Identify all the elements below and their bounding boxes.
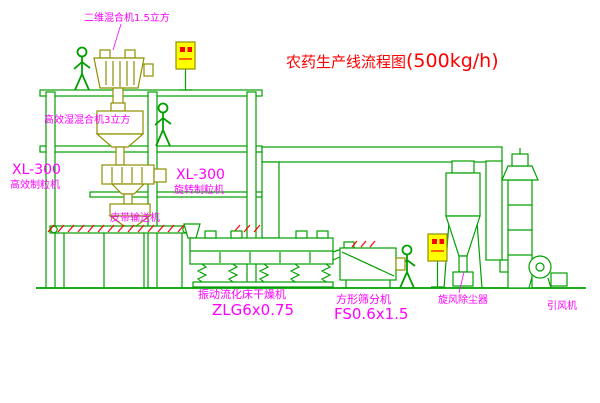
conveyor-legs [63, 233, 183, 288]
rotary-granulator [101, 164, 167, 205]
cabinet-indicator [439, 239, 444, 244]
dryer-weirs [219, 252, 311, 263]
control-cabinet [427, 233, 448, 288]
mixer-feed-port [124, 49, 136, 59]
fan-motor [550, 272, 568, 287]
dryer-top-port [316, 230, 329, 239]
spring-supports [196, 263, 332, 283]
dryer-top-port [295, 230, 308, 239]
fluid-bed-dryer [183, 223, 343, 288]
drawing-title: 农药生产线流程图(500kg/h) [286, 50, 499, 72]
mixer-feed-port [99, 49, 111, 59]
label-granulator-b-model: XL-300 [176, 167, 225, 183]
label-sieve-model: FS0.6x1.5 [334, 305, 408, 323]
sieve-legs [345, 280, 391, 288]
labels: 二维混合机1.5立方 高效湿混合机3立方 XL-300 高效制粒机 XL-300… [10, 11, 577, 323]
sieve-screen [341, 251, 395, 277]
dryer-base-frame [192, 281, 334, 288]
stack-rain-cap [501, 165, 539, 181]
main-exhaust-duct [261, 146, 503, 163]
fan-supports [528, 276, 552, 289]
granulator-cone [110, 183, 146, 195]
stack-flanges [508, 204, 532, 256]
dust-collector-bin [452, 271, 474, 287]
mixer-body [93, 57, 145, 89]
sieve-motor [395, 257, 406, 271]
title-text: 农药生产线流程图 [286, 53, 406, 71]
granulator-screen [111, 167, 143, 183]
mixer-motor [143, 63, 154, 77]
duct-system [261, 146, 529, 273]
fan-casing [528, 255, 552, 279]
control-cabinet [175, 41, 196, 91]
label-granulator-b-name: 旋转制粒机 [174, 183, 224, 196]
cabinet-indicator [432, 239, 437, 244]
wet-mixer-discharge [115, 146, 125, 166]
fan-down-duct [485, 160, 503, 261]
belt-hatch-marks [47, 224, 195, 233]
mixer-discharge-chute [112, 87, 124, 105]
label-fan: 引风机 [547, 299, 577, 312]
leader-line [458, 271, 465, 294]
label-granulator-a-name: 高效制粒机 [10, 178, 60, 191]
dryer-riser-duct [261, 161, 280, 239]
wet-mixer-cone [95, 133, 145, 148]
label-wet-mixer: 高效湿混合机3立方 [44, 113, 130, 126]
square-sieve [339, 240, 406, 288]
label-granulator-a-model: XL-300 [12, 162, 61, 178]
twin-mixer [93, 49, 154, 105]
cyclone-dipleg [458, 255, 468, 273]
fan-hub [535, 262, 545, 272]
building-structure [39, 89, 263, 289]
stack-cap-top [511, 153, 529, 167]
granulator-motor [153, 168, 167, 183]
sieve-hatch-marks [351, 240, 376, 248]
dryer-inlet [183, 223, 201, 239]
cyclone-inlet-duct [451, 160, 475, 174]
column-middle [147, 91, 158, 289]
label-twin-mixer: 二维混合机1.5立方 [84, 11, 170, 24]
wet-mixer-motor [110, 102, 126, 112]
cabinet-indicator [187, 47, 192, 52]
label-dryer-name: 振动流化床干燥机 [198, 287, 286, 301]
exhaust-stack [501, 148, 539, 289]
cabinet-box [175, 41, 196, 70]
granulator-discharge [123, 193, 133, 205]
label-belt-conveyor: 皮带输送机 [110, 211, 160, 224]
stack-body [507, 179, 533, 289]
hopper [108, 203, 152, 227]
induced-draft-fan [528, 255, 568, 289]
worker-icon [73, 46, 91, 91]
granulator-body [101, 164, 155, 185]
title-capacity: (500kg/h) [406, 50, 499, 72]
label-dryer-model: ZLG6x0.75 [212, 301, 294, 319]
label-cyclone: 旋风除尘器 [438, 293, 488, 306]
cabinet-indicator [180, 47, 185, 52]
leader-line [112, 23, 122, 51]
cyclone-separator [443, 172, 483, 289]
cyclone-cylinder [445, 172, 481, 217]
dryer-top-port [230, 230, 243, 239]
dryer-top-port [204, 230, 217, 239]
wet-mixer [95, 102, 145, 166]
cyclone-cone [445, 215, 481, 257]
label-sieve-name: 方形筛分机 [336, 292, 391, 306]
mixer-paddles [105, 61, 135, 87]
cabinet-box [427, 233, 448, 262]
